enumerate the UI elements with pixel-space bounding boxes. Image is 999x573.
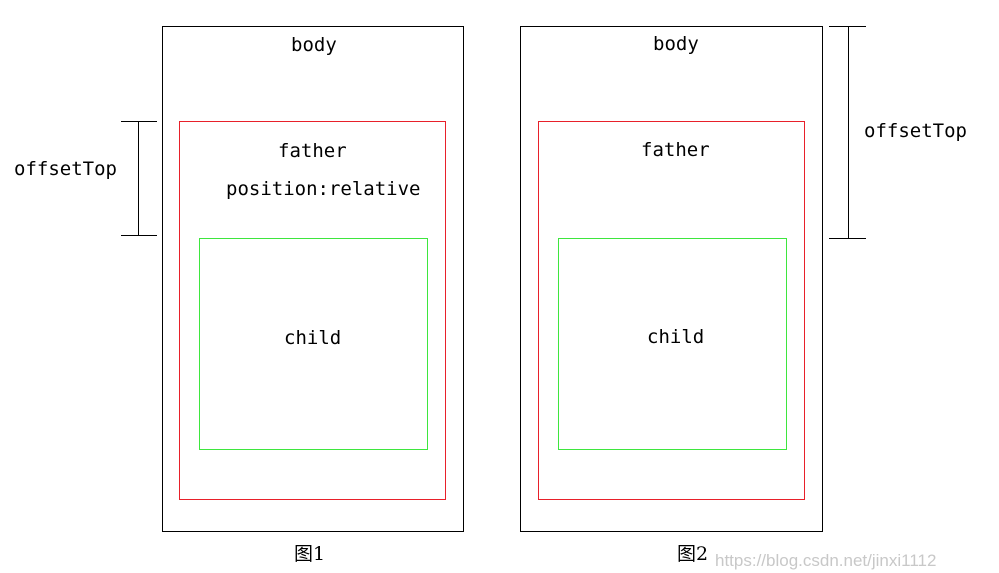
offset-top-label: offsetTop	[864, 120, 967, 142]
father-box	[538, 121, 805, 500]
dimension-top-tick	[121, 121, 157, 122]
child-box	[558, 238, 787, 450]
child-box	[199, 238, 428, 450]
child-label: child	[284, 327, 342, 349]
body-box	[162, 26, 464, 532]
position-relative-label: position:relative	[226, 178, 421, 200]
watermark-text: https://blog.csdn.net/jinxi1112	[715, 551, 937, 570]
dimension-bottom-tick	[829, 238, 866, 239]
body-label: body	[291, 34, 337, 56]
dimension-top-tick	[829, 26, 866, 27]
figure-caption: 图1	[294, 543, 326, 565]
dimension-line	[138, 121, 139, 235]
dimension-line	[848, 26, 849, 238]
father-label: father	[641, 139, 710, 161]
body-box	[520, 26, 823, 532]
figure-caption: 图2	[677, 543, 709, 565]
body-label: body	[653, 33, 699, 55]
dimension-bottom-tick	[121, 235, 157, 236]
father-label: father	[278, 140, 347, 162]
offset-top-label: offsetTop	[14, 158, 117, 180]
child-label: child	[647, 326, 705, 348]
father-box	[179, 121, 446, 500]
